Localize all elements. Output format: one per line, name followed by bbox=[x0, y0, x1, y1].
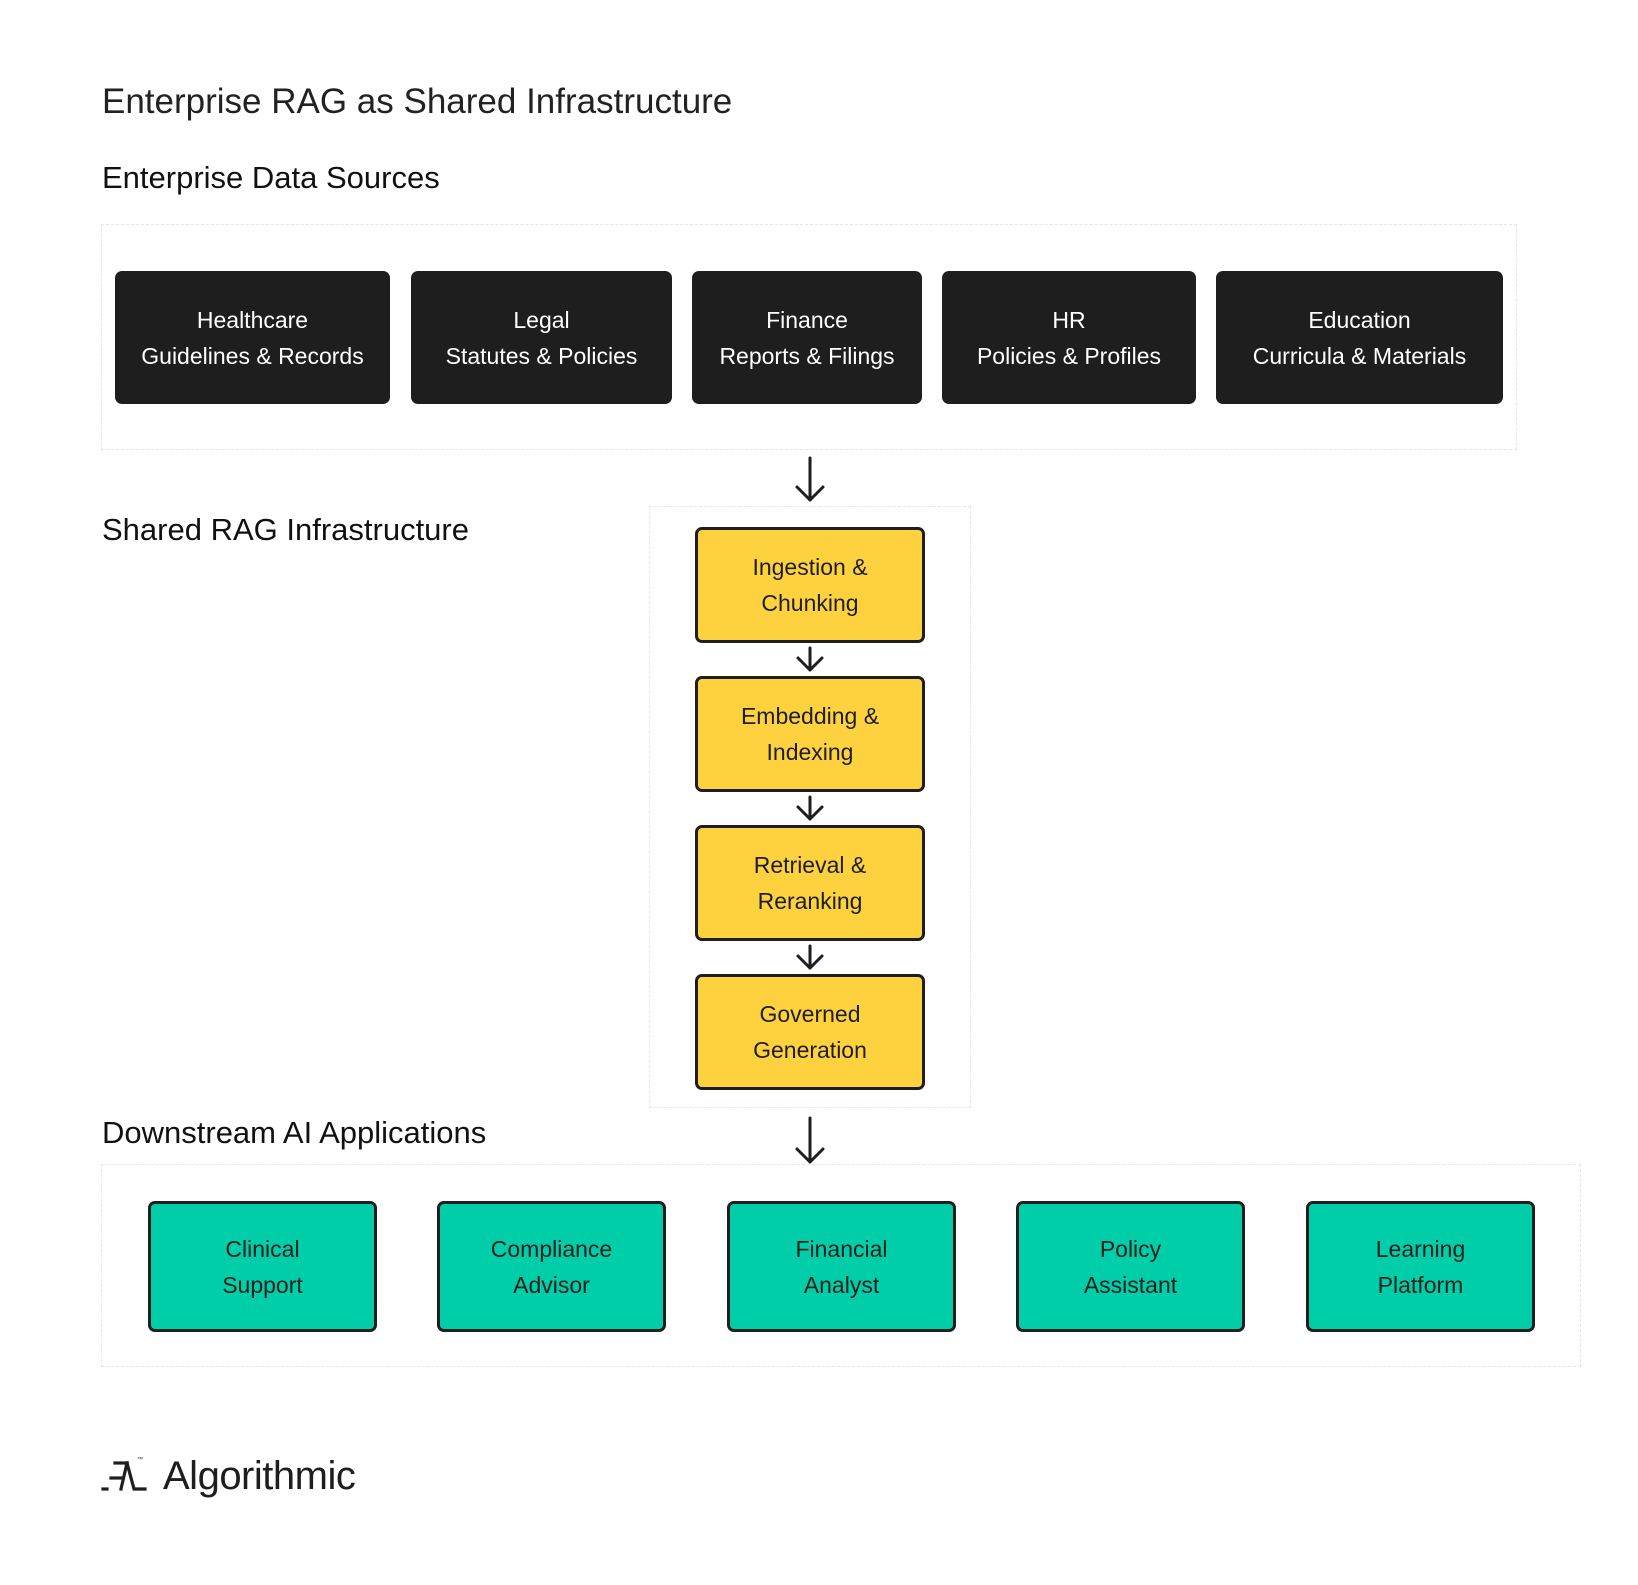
section-label-apps: Downstream AI Applications bbox=[102, 1115, 487, 1150]
app-node-line: Assistant bbox=[1083, 1271, 1178, 1298]
sources-cluster bbox=[101, 224, 1517, 450]
source-node-subtitle: Curricula & Materials bbox=[1252, 342, 1467, 369]
stage-node-generation: Governed Generation bbox=[695, 974, 925, 1090]
app-node-line: Support bbox=[222, 1271, 303, 1298]
app-node-line: Compliance bbox=[490, 1235, 613, 1262]
source-node-hr: HR Policies & Profiles bbox=[942, 271, 1196, 404]
app-node-policy: Policy Assistant bbox=[1016, 1201, 1245, 1332]
stage-node-line: Governed bbox=[759, 1001, 861, 1027]
arrow-down-icon bbox=[796, 795, 824, 821]
stage-node-ingestion: Ingestion & Chunking bbox=[695, 527, 925, 643]
diagram-title: Enterprise RAG as Shared Infrastructure bbox=[102, 82, 733, 121]
app-node-clinical: Clinical Support bbox=[148, 1201, 377, 1332]
source-node-subtitle: Reports & Filings bbox=[719, 342, 895, 369]
stage-node-retrieval: Retrieval & Reranking bbox=[695, 825, 925, 941]
stage-node-line: Reranking bbox=[757, 888, 863, 914]
app-node-compliance: Compliance Advisor bbox=[437, 1201, 666, 1332]
arrow-down-icon bbox=[796, 944, 824, 970]
source-node-title: Legal bbox=[513, 306, 570, 333]
app-node-line: Learning bbox=[1375, 1235, 1466, 1262]
stage-node-line: Indexing bbox=[766, 739, 854, 765]
section-label-sources: Enterprise Data Sources bbox=[102, 160, 440, 195]
algorithmic-logo-icon: ™ bbox=[101, 1456, 149, 1496]
app-node-line: Clinical bbox=[225, 1235, 300, 1262]
stage-node-line: Ingestion & bbox=[752, 554, 868, 580]
source-node-title: Education bbox=[1308, 306, 1411, 333]
source-node-title: Healthcare bbox=[196, 306, 309, 333]
stage-node-line: Retrieval & bbox=[753, 852, 867, 878]
stage-node-line: Chunking bbox=[761, 590, 859, 616]
arrow-down-icon bbox=[795, 456, 825, 502]
source-node-title: Finance bbox=[766, 306, 848, 333]
source-node-education: Education Curricula & Materials bbox=[1216, 271, 1503, 404]
stage-node-line: Embedding & bbox=[740, 703, 880, 729]
source-node-healthcare: Healthcare Guidelines & Records bbox=[115, 271, 390, 404]
app-node-line: Advisor bbox=[513, 1271, 590, 1298]
app-node-financial: Financial Analyst bbox=[727, 1201, 956, 1332]
app-node-line: Analyst bbox=[803, 1271, 880, 1298]
section-label-infra: Shared RAG Infrastructure bbox=[102, 512, 469, 547]
source-node-legal: Legal Statutes & Policies bbox=[411, 271, 672, 404]
apps-cluster bbox=[101, 1164, 1581, 1367]
algorithmic-wordmark: Algorithmic bbox=[163, 1454, 356, 1498]
source-node-subtitle: Statutes & Policies bbox=[445, 342, 638, 369]
app-node-line: Policy bbox=[1099, 1235, 1162, 1262]
stage-node-line: Generation bbox=[753, 1037, 867, 1063]
arrow-down-icon bbox=[796, 646, 824, 672]
arrow-down-icon bbox=[795, 1116, 825, 1164]
stage-node-embedding: Embedding & Indexing bbox=[695, 676, 925, 792]
infra-cluster bbox=[649, 506, 971, 1108]
source-node-subtitle: Guidelines & Records bbox=[141, 342, 364, 369]
app-node-line: Platform bbox=[1377, 1271, 1464, 1298]
app-node-line: Financial bbox=[795, 1235, 888, 1262]
app-node-learning: Learning Platform bbox=[1306, 1201, 1535, 1332]
source-node-finance: Finance Reports & Filings bbox=[692, 271, 922, 404]
svg-text:™: ™ bbox=[137, 1456, 143, 1463]
source-node-title: HR bbox=[1052, 306, 1086, 333]
source-node-subtitle: Policies & Profiles bbox=[976, 342, 1162, 369]
